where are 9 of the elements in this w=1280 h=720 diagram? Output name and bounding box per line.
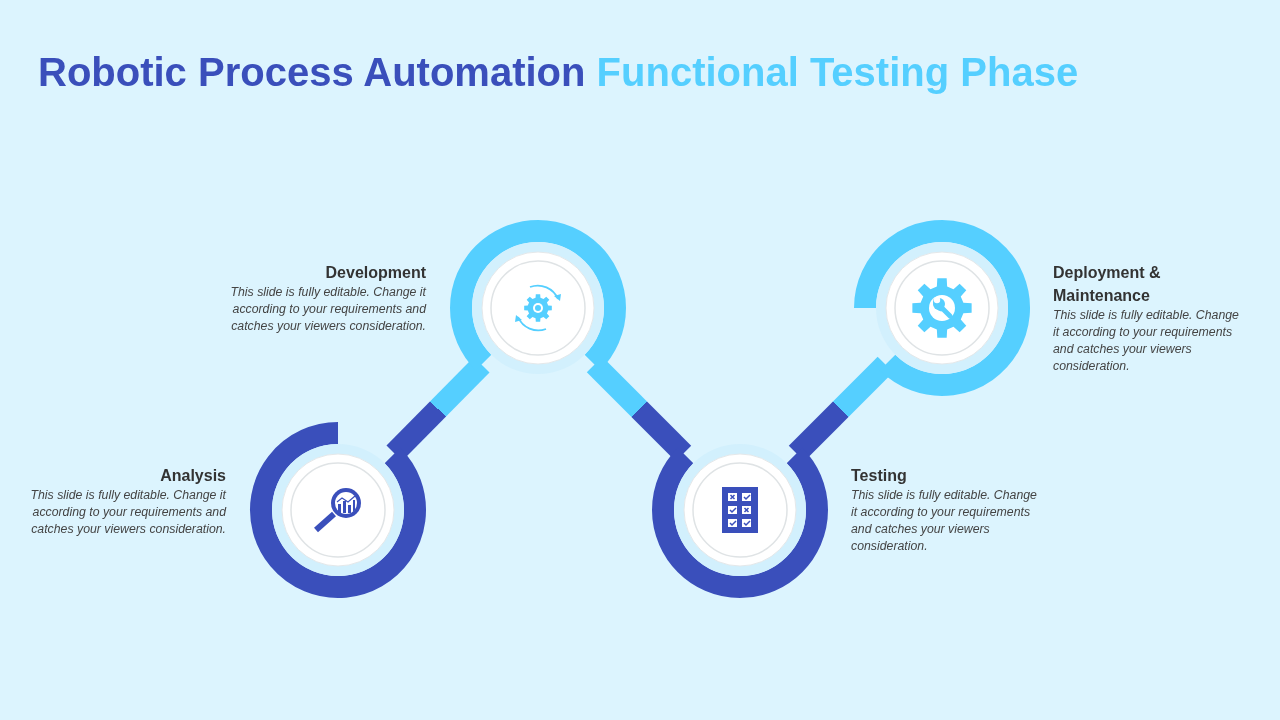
step-heading: Testing [851,466,908,486]
step-description: This slide is fully editable. Change it according to your requirements and catches your viewers consideration. [851,487,1038,555]
step-heading: Deployment & Maintenance [1053,263,1162,306]
step-description: This slide is fully editable. Change it according to your requirements and catches your viewers consideration. [1053,307,1240,375]
step-description: This slide is fully editable. Change it according to your requirements and catches your viewers consideration. [229,284,426,335]
step-heading: Analysis [159,466,226,486]
step-heading: Development [324,263,426,283]
step-description: This slide is fully editable. Change it according to your requirements and catches your viewers consideration. [29,487,226,538]
slide-title: Robotic Process Automation Functional Testing Phase [38,50,1079,95]
